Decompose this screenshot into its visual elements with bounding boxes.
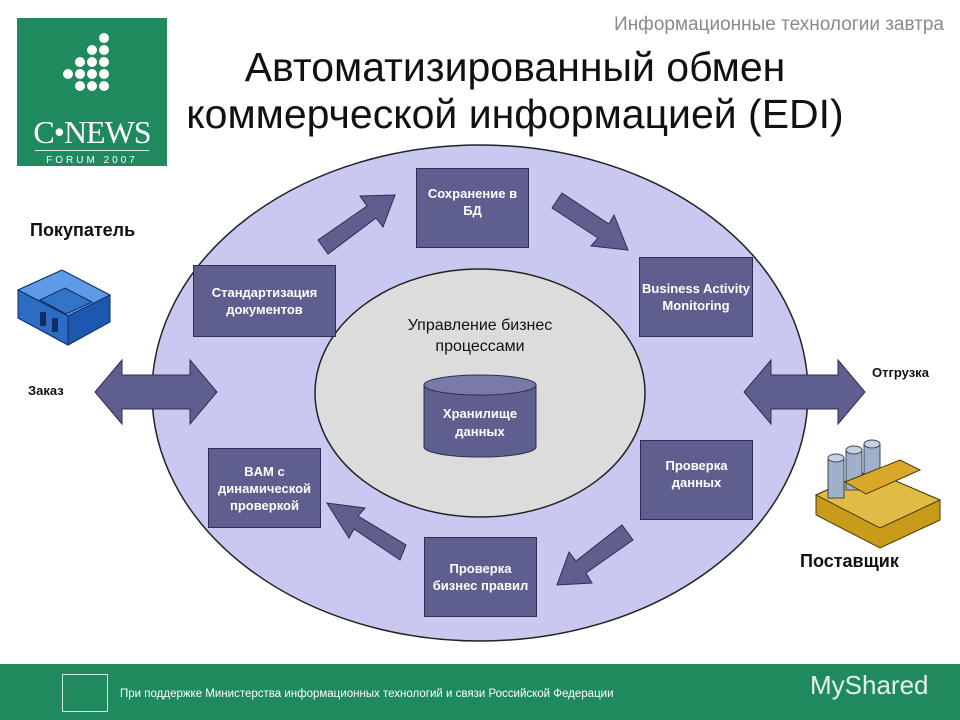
center-label: Управление бизнес процессами	[407, 317, 553, 355]
supplier-label: Поставщик	[800, 551, 899, 571]
flow-arrow-3	[556, 524, 634, 586]
flow-arrow-1	[317, 194, 396, 255]
title-line-1: Автоматизированный обмен	[244, 44, 786, 90]
buyer-label: Покупатель	[30, 220, 136, 240]
cnews-logo: C•NEWS FORUM 2007	[17, 18, 167, 166]
bam-dynamic-check-box: BAM с динамической проверкой	[208, 448, 321, 528]
watermark: MyShared	[810, 670, 929, 700]
order-arrow	[94, 358, 218, 426]
data-check-box: Проверка данных	[640, 440, 753, 520]
order-label: Заказ	[28, 383, 64, 398]
buyer-building-icon	[16, 269, 112, 346]
storage-label: Хранилище данных	[442, 406, 518, 439]
logo-rule	[35, 150, 149, 151]
supplier-factory-icon	[814, 439, 942, 549]
ministry-emblem-icon	[62, 674, 108, 712]
shipment-arrow	[743, 358, 866, 426]
shipment-label: Отгрузка	[872, 365, 929, 380]
storage-cylinder	[423, 374, 537, 458]
business-rules-check-box: Проверка бизнес правил	[424, 537, 537, 617]
save-to-db-box: Сохранение в БД	[416, 168, 529, 248]
footer-text: При поддержке Министерства информационны…	[120, 688, 614, 700]
dots-pyramid-icon	[63, 33, 109, 91]
bam-monitoring-box: Business Activity Monitoring	[639, 257, 753, 337]
footer-bar: При поддержке Министерства информационны…	[0, 664, 960, 720]
flow-arrow-4	[326, 502, 407, 561]
logo-subtitle: FORUM 2007	[46, 155, 138, 166]
tagline: Информационные технологии завтра	[614, 14, 944, 35]
standardization-box: Стандартизация документов	[193, 265, 336, 337]
title-line-2: коммерческой информацией (EDI)	[186, 91, 844, 137]
logo-name: C•NEWS	[33, 114, 151, 150]
flow-arrow-2	[551, 192, 629, 251]
page-title: Автоматизированный обмен коммерческой ин…	[150, 44, 880, 138]
